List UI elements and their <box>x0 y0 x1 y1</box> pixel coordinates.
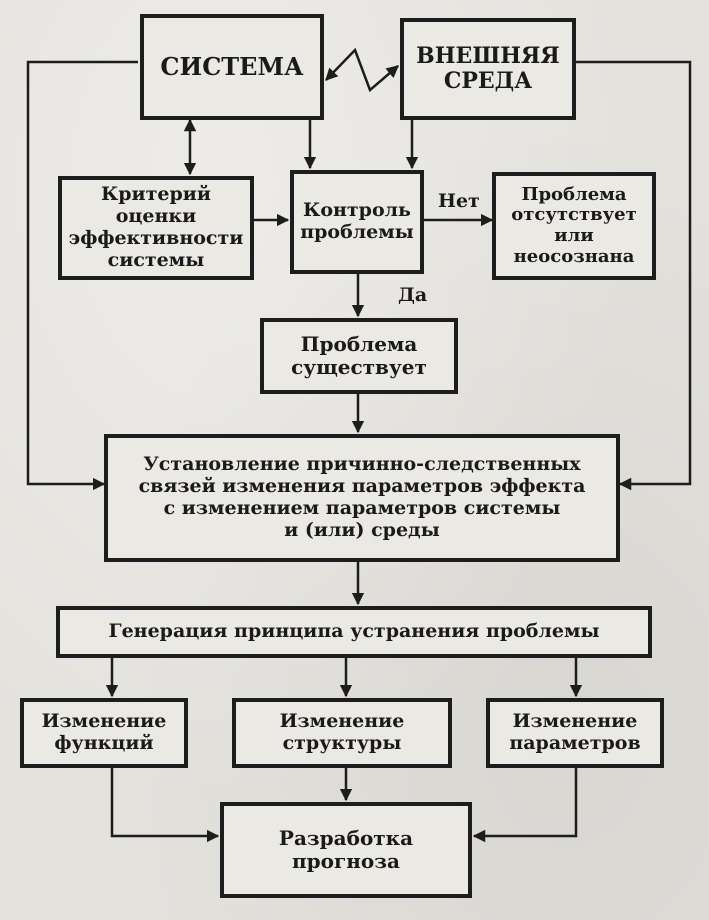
change-functions-box: Изменение функций <box>20 698 188 768</box>
change-structure-box: Изменение структуры <box>232 698 452 768</box>
principle-generation-box: Генерация принципа устранения проблемы <box>56 606 652 658</box>
arrow-functions-forecast <box>110 768 220 843</box>
environment-box: ВНЕШНЯЯ СРЕДА <box>400 18 576 120</box>
arrow-environment-causal-right <box>576 60 692 491</box>
problem-absent-box: Проблема отсутствует или неосознана <box>492 172 656 280</box>
causal-analysis-box: Установление причинно-следственных связе… <box>104 434 620 562</box>
arrow-parameters-forecast <box>472 768 578 843</box>
no-label: Нет <box>438 190 480 212</box>
criterion-box: Критерий оценки эффективности системы <box>58 176 254 280</box>
forecast-box: Разработка прогноза <box>220 802 472 898</box>
arrow-system-causal-left <box>26 60 138 491</box>
control-box: Контроль проблемы <box>290 170 424 274</box>
change-parameters-box: Изменение параметров <box>486 698 664 768</box>
yes-label: Да <box>398 284 428 306</box>
system-box: СИСТЕМА <box>140 14 324 120</box>
interaction-link <box>325 47 399 93</box>
problem-exists-box: Проблема существует <box>260 318 458 394</box>
